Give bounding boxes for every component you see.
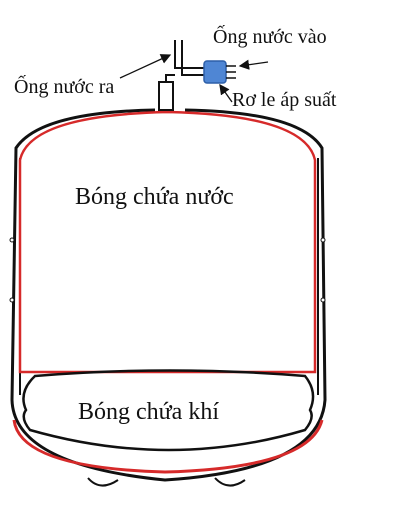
- tank-foot-right: [214, 477, 246, 487]
- air-bladder-outline: [22, 369, 315, 452]
- tank-foot-left: [87, 477, 119, 487]
- bottom-bladder-curve: [12, 419, 324, 474]
- switch-arrow: [219, 83, 233, 103]
- top-fitting: [158, 81, 174, 111]
- water-bladder-outline: [18, 110, 317, 374]
- pipe-connector: [165, 74, 175, 82]
- water-bladder-label: Bóng chứa nước: [75, 184, 234, 210]
- air-bladder-label: Bóng chứa khí: [78, 399, 219, 425]
- left-seam-marker-2: [9, 297, 15, 303]
- right-seam-marker: [320, 237, 326, 243]
- inlet-pipe-label: Ống nước vào: [213, 24, 327, 48]
- right-seam-marker-2: [320, 297, 326, 303]
- inlet-arrow: [238, 59, 269, 70]
- outlet-arrow: [119, 54, 172, 79]
- left-seam-marker: [9, 237, 15, 243]
- pressure-switch-pins: [226, 65, 236, 79]
- outlet-pipe: [174, 40, 204, 76]
- tank-outer-shell: [10, 108, 327, 482]
- pressure-switch-label: Rơ le áp suất: [232, 89, 337, 111]
- pressure-switch-box: [203, 60, 227, 84]
- outlet-pipe-label: Ống nước ra: [14, 74, 114, 98]
